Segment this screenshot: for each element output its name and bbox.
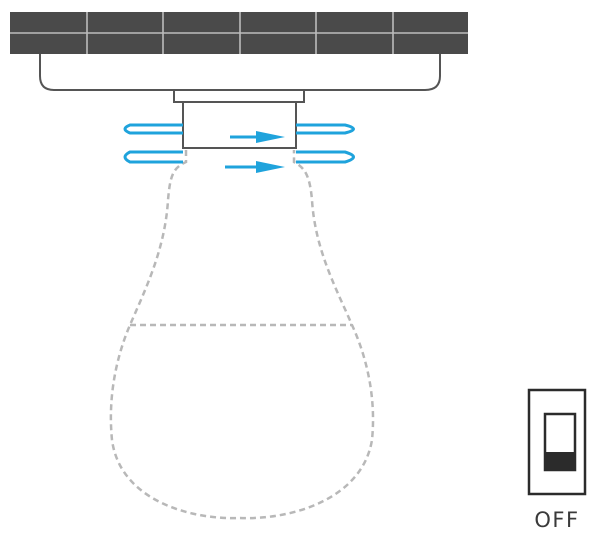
bulb-socket: [182, 101, 297, 149]
wall-switch-icon: [527, 388, 587, 496]
switch-toggle-down: [545, 452, 575, 470]
arrow-heads: [256, 131, 285, 173]
switch-state-label: OFF: [534, 508, 580, 532]
bulb-outline: [109, 150, 375, 520]
light-bulb-icon: [109, 150, 375, 520]
holder-flange: [173, 89, 305, 103]
solar-panel-grid: [10, 12, 468, 54]
solar-panel-icon: [10, 12, 468, 54]
fixture-housing: [39, 54, 441, 91]
